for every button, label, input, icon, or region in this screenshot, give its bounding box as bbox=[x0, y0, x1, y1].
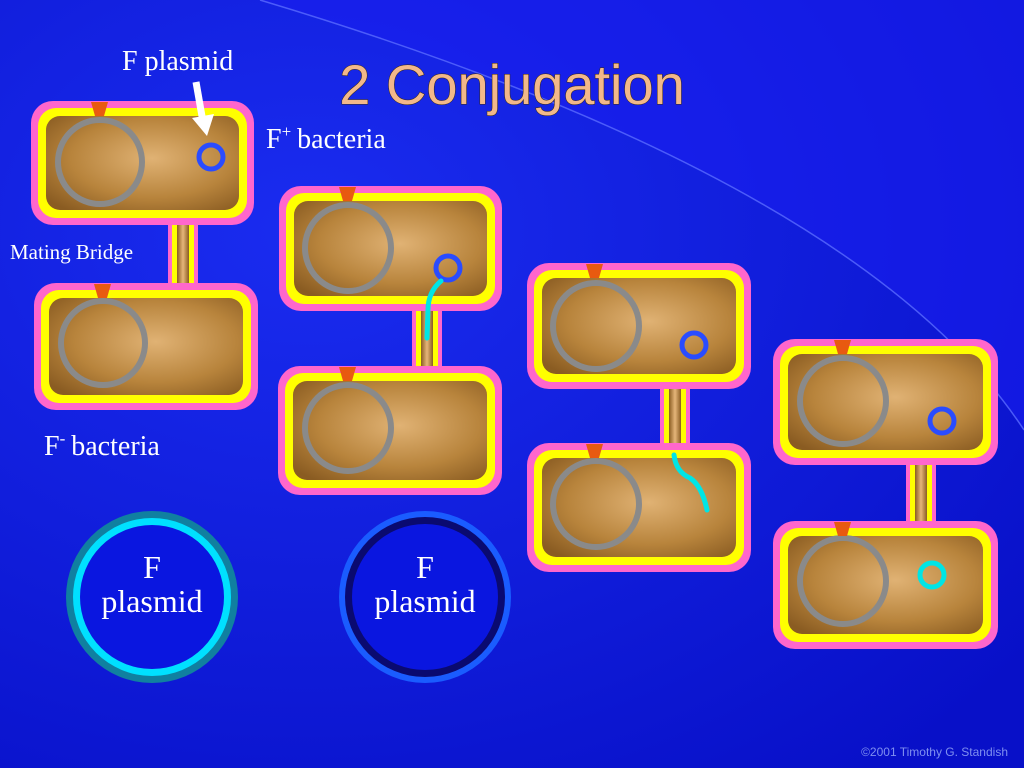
chromosome bbox=[58, 298, 148, 388]
single-strand-dna bbox=[671, 452, 710, 513]
legend-single-strand-line1: F bbox=[143, 549, 161, 585]
pilus-base-icon bbox=[339, 187, 356, 201]
pilus-base-icon bbox=[91, 102, 108, 116]
f-plasmid-new bbox=[917, 560, 947, 590]
pilus-base-icon bbox=[834, 340, 851, 354]
chromosome bbox=[797, 535, 889, 627]
chromosome bbox=[302, 382, 394, 474]
f-minus-cell bbox=[527, 443, 751, 572]
legend-single-strand: F plasmid bbox=[66, 511, 238, 683]
chromosome bbox=[55, 117, 145, 207]
f-minus-cell bbox=[773, 521, 998, 649]
f-plasmid bbox=[927, 406, 957, 436]
stage-3-cells bbox=[527, 263, 751, 572]
f-plus-cell bbox=[773, 339, 998, 465]
f-plus-bacteria-label: F+bacteria bbox=[266, 122, 386, 155]
f-plasmid bbox=[433, 253, 463, 283]
legend-double-strand: F plasmid bbox=[339, 511, 511, 683]
mating-bridge-label: Mating Bridge bbox=[10, 240, 133, 264]
chromosome bbox=[550, 280, 642, 372]
pilus-base-icon bbox=[586, 264, 603, 278]
pilus-base-icon bbox=[586, 444, 603, 458]
f-plus-cell bbox=[279, 186, 502, 311]
copyright-credit: ©2001 Timothy G. Standish bbox=[861, 745, 1008, 759]
f-plasmid bbox=[679, 330, 709, 360]
f-plasmid-label: F plasmid bbox=[122, 46, 233, 77]
legend-double-strand-line2: plasmid bbox=[374, 583, 475, 619]
slide-title: 2 Conjugation bbox=[339, 53, 685, 116]
arrow-pointer-icon bbox=[192, 81, 214, 136]
chromosome bbox=[302, 202, 394, 294]
chromosome bbox=[797, 355, 889, 447]
single-strand-dna bbox=[424, 278, 444, 341]
f-plasmid bbox=[196, 142, 226, 172]
stage-2-cells bbox=[278, 186, 502, 495]
stage-1-cells bbox=[31, 101, 258, 410]
chromosome bbox=[550, 458, 642, 550]
legend-double-strand-line1: F bbox=[416, 549, 434, 585]
f-minus-cell bbox=[34, 283, 258, 410]
pilus-base-icon bbox=[94, 284, 111, 298]
legend-single-strand-line2: plasmid bbox=[101, 583, 202, 619]
stage-4-cells bbox=[773, 339, 998, 649]
pilus-base-icon bbox=[339, 367, 356, 381]
f-minus-cell bbox=[278, 366, 502, 495]
pilus-base-icon bbox=[834, 522, 851, 536]
f-plus-cell bbox=[527, 263, 751, 389]
f-minus-bacteria-label: F-bacteria bbox=[44, 429, 160, 462]
f-plus-cell bbox=[31, 101, 254, 225]
background-arc bbox=[260, 0, 1024, 430]
